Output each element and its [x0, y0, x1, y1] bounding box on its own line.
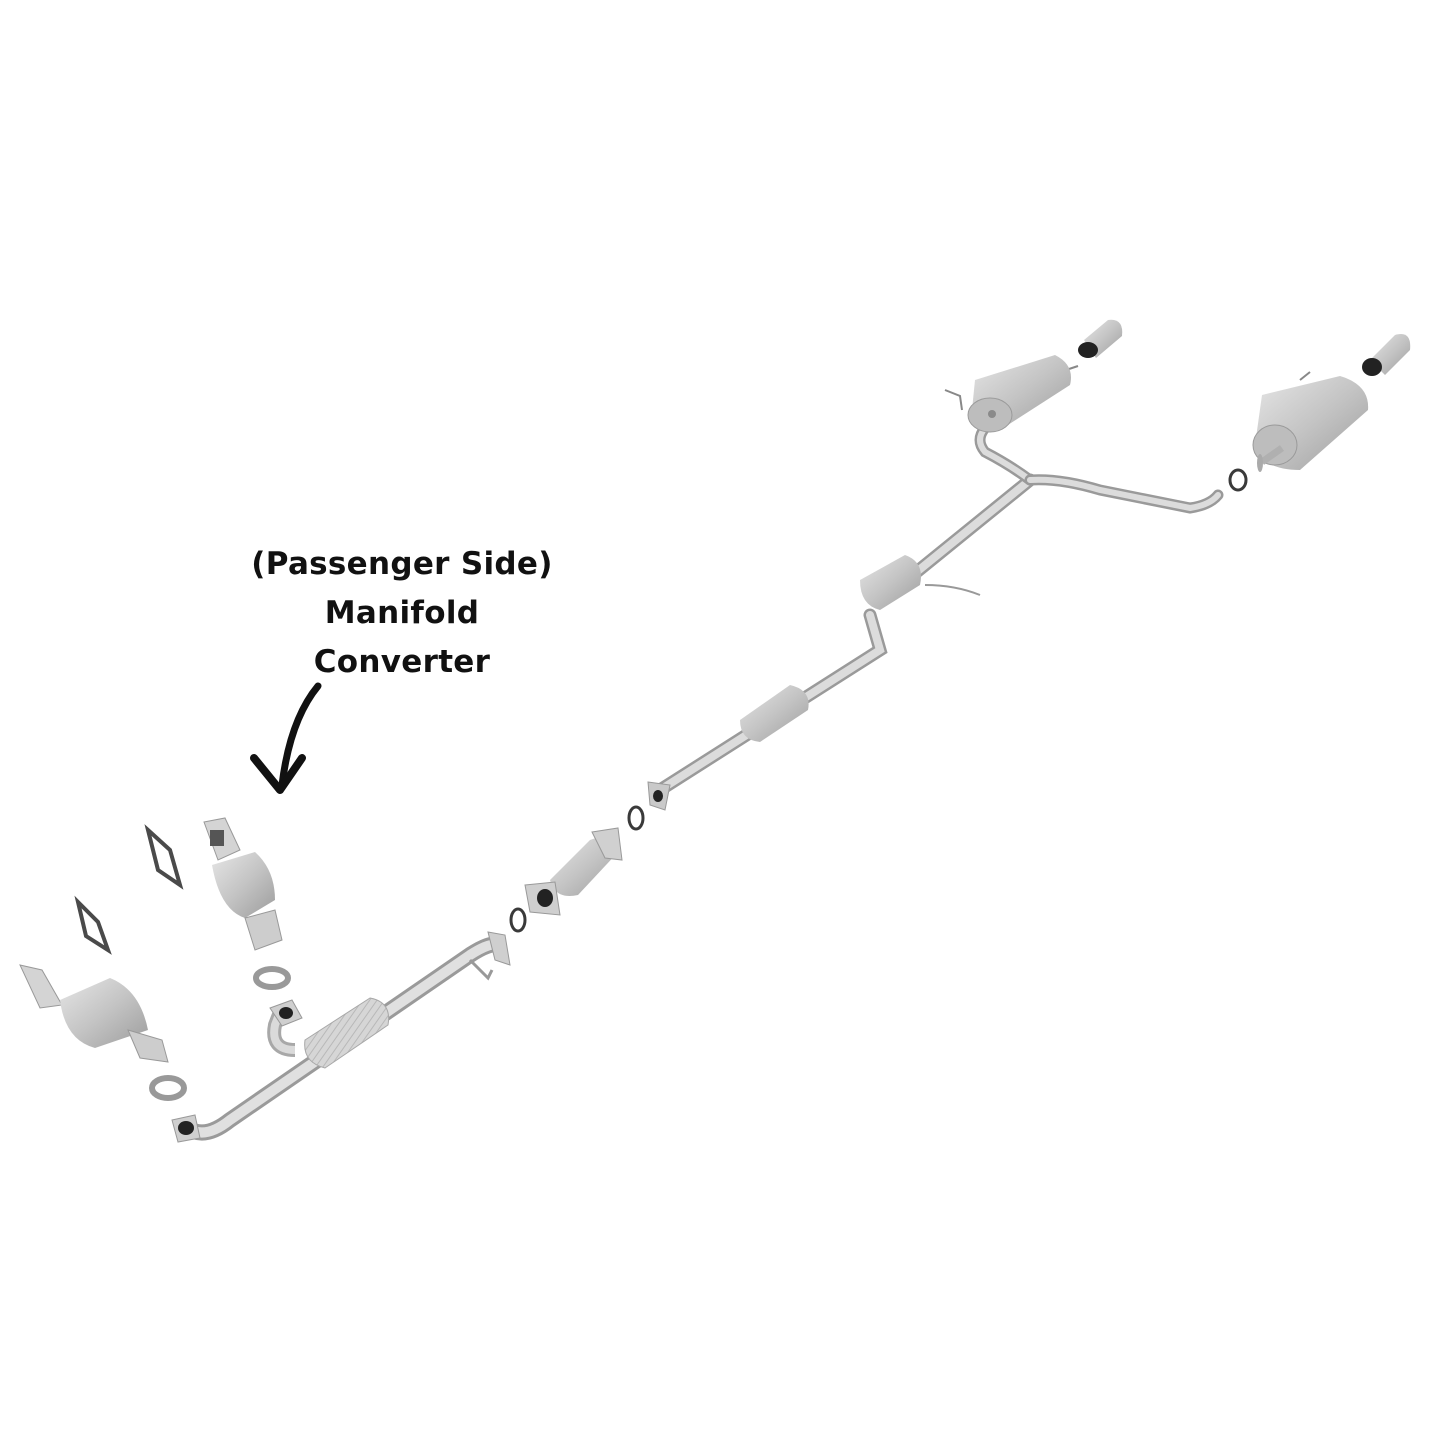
y-pipe — [171, 931, 511, 1143]
left-muffler — [944, 355, 1079, 433]
converter-gasket-front — [509, 907, 527, 933]
tailpipe-gasket-rear — [1228, 468, 1248, 492]
manifold-gasket-2 — [74, 895, 112, 955]
manifold-outlet-gasket-driver — [149, 1075, 187, 1101]
passenger-manifold-converter — [203, 817, 283, 951]
left-tip — [1078, 319, 1123, 358]
callout-line-3: Converter — [313, 644, 491, 680]
callout-line-2: Manifold — [324, 595, 480, 631]
driver-manifold-converter — [19, 964, 169, 1063]
right-tip — [1362, 334, 1411, 376]
callout-label: (Passenger Side) Manifold Converter — [230, 540, 574, 687]
right-muffler — [1252, 371, 1369, 472]
converter-gasket-rear — [627, 805, 645, 831]
callout-line-1: (Passenger Side) — [251, 546, 553, 582]
rear-y-pipe — [875, 422, 1224, 607]
underbody-converter — [524, 827, 623, 916]
intermediate-pipe — [647, 555, 981, 811]
callout-arrow-icon — [250, 682, 322, 794]
manifold-gasket-1 — [144, 824, 184, 890]
manifold-outlet-gasket-passenger — [253, 966, 291, 990]
